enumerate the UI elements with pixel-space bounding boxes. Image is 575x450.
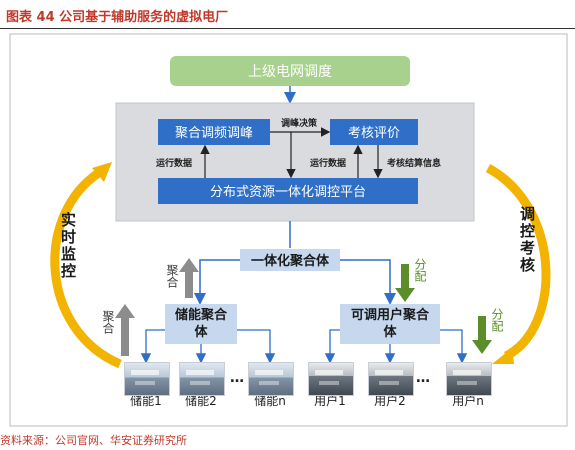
run-data-left-label: 运行数据 <box>156 157 192 169</box>
dispatch-down-arrow-1 <box>395 264 415 302</box>
peak-decision-label: 调峰决策 <box>281 117 318 129</box>
realtime-monitor-curve <box>50 168 122 369</box>
user-node-2-label: 用户2 <box>374 393 406 408</box>
user-link-1 <box>324 329 340 364</box>
peak-shaving-box <box>158 119 270 145</box>
storage-node-2-label: 储能2 <box>185 393 217 408</box>
evaluation-box <box>330 119 418 145</box>
storage-link-n <box>237 329 276 364</box>
settlement-label: 考核结算信息 <box>387 157 441 169</box>
user-link-n <box>440 329 468 364</box>
user-aggregate-box <box>340 304 440 344</box>
dispatch-label-2: 分配 <box>490 308 504 332</box>
aggregator-label: 一体化聚合体 <box>251 253 330 269</box>
storageAggText-line-2: 体 <box>194 324 208 340</box>
storage-node-n-image <box>248 362 294 396</box>
storage-node-1-label: 储能1 <box>130 393 162 408</box>
dispatch-eval-arrowhead <box>492 348 514 364</box>
userAggText-line-1: 可调用户聚合 <box>351 307 430 323</box>
storage-ellipsis: … <box>230 370 244 386</box>
realtime-monitor-arrowhead <box>92 162 112 182</box>
storage-node-1-image <box>124 362 170 396</box>
userAggText-line-2: 体 <box>383 324 397 340</box>
realtime-monitor-label: 实时监控 <box>59 211 77 280</box>
aggregate-up-arrow-2 <box>115 304 135 356</box>
aggregator-to-storage-link <box>194 259 240 305</box>
aggregate-label-1: 聚合 <box>165 264 179 288</box>
peak-shaving-label: 聚合调频调峰 <box>175 126 253 141</box>
run-data-right-label: 运行数据 <box>310 157 346 169</box>
user-node-1-label: 用户1 <box>314 393 346 408</box>
dispatch-eval-curve <box>485 164 551 361</box>
caption-divider <box>0 28 575 29</box>
evaluation-label: 考核评价 <box>348 126 400 141</box>
dispatch-label-1: 分配 <box>413 258 427 282</box>
aggregator-to-user-link <box>340 259 396 305</box>
dispatch-eval-label: 调控考核 <box>518 206 536 274</box>
user-aggregate-label: 可调用户聚合体 <box>351 307 430 340</box>
source-note: 资料来源：公司官网、华安证券研究所 <box>0 434 187 447</box>
storage-link-1 <box>140 329 165 364</box>
storage-aggregate-label: 储能聚合体 <box>174 307 228 340</box>
user-ellipsis: … <box>416 370 430 386</box>
user-node-2-image <box>368 362 414 396</box>
user-node-n-image <box>446 362 492 396</box>
storage-node-2-image <box>179 362 225 396</box>
grid-dispatch-label: 上级电网调度 <box>248 64 332 80</box>
platform-box <box>158 178 418 204</box>
grid-dispatch-box <box>170 56 410 86</box>
aggregate-label-2: 聚合 <box>101 310 115 334</box>
aggregator-box <box>240 249 340 271</box>
figure-caption: 图表 44 公司基于辅助服务的虚拟电厂 <box>6 10 229 25</box>
user-node-1-image <box>308 362 354 396</box>
storage-aggregate-box <box>165 304 237 344</box>
user-node-n-label: 用户n <box>452 393 484 408</box>
aggregate-up-arrow-1 <box>179 258 199 298</box>
platform-label: 分布式资源一体化调控平台 <box>210 185 366 200</box>
storage-node-n-label: 储能n <box>254 393 286 408</box>
storageAggText-line-1: 储能聚合 <box>174 307 228 323</box>
dispatch-down-arrow-2 <box>472 316 492 354</box>
